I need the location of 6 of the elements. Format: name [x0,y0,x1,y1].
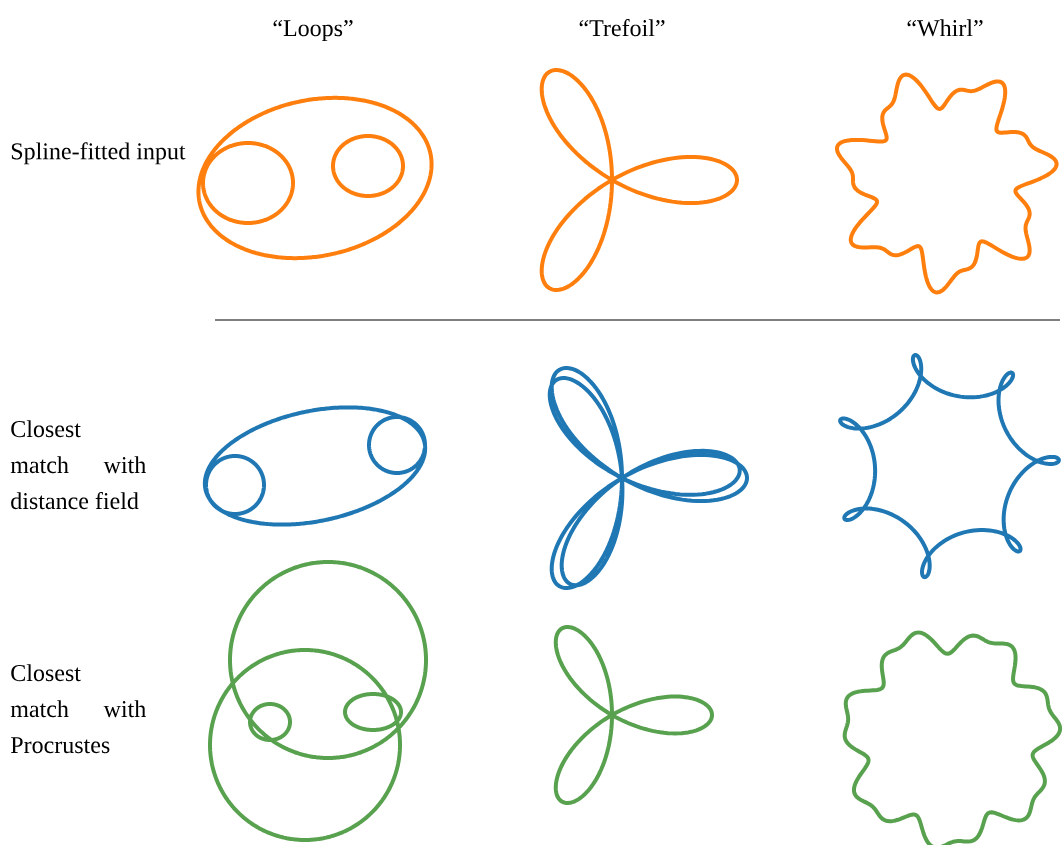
row-label: Closest match with Procrustes [10,664,146,754]
row-label: Spline-fitted input [11,142,186,165]
column-header: “Trefoil” [579,19,665,37]
row-label: Closest match with distance field [10,420,146,510]
column-header: “Loops” [273,20,353,42]
column-header: “Whirl” [907,19,983,37]
